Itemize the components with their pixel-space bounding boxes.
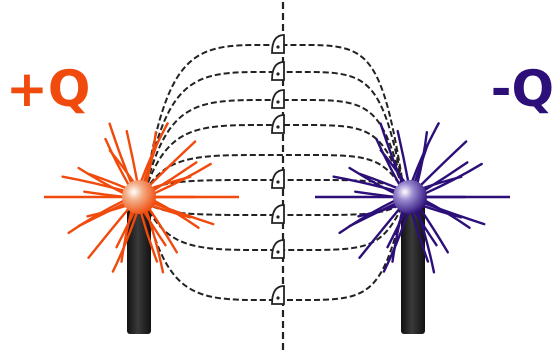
field-detectors [271,34,285,305]
field-line-arc [144,123,405,192]
positive-field-ray [108,122,134,187]
positive-field-ray [150,161,198,193]
negative-field-ray [418,140,468,188]
positive-field-ray [149,204,192,219]
charge-spheres [122,180,427,214]
detector-icon [271,89,285,109]
detector-icon [271,204,285,224]
positive-field-ray [144,207,165,274]
positive-field-ray [142,209,167,247]
dashed-field-lines [144,43,405,302]
negative-field-ray [415,130,429,187]
positive-field-ray [151,162,212,196]
negative-charge-label: -Q [490,60,554,118]
positive-field-rays [44,122,239,274]
positive-field-ray [139,209,159,263]
positive-field-ray [111,209,139,273]
positive-field-ray [150,201,215,226]
negative-charge-sphere [393,180,427,214]
positive-field-ray [147,140,197,188]
detector-icon [271,114,285,134]
positive-field-ray [77,166,127,196]
detector-icon [271,239,285,259]
negative-field-ray [348,166,398,196]
negative-field-ray [382,209,410,273]
positive-field-ray [87,172,129,190]
negative-field-ray [358,172,400,190]
positive-field-ray [104,137,131,188]
negative-field-ray [338,198,398,235]
negative-field-ray [391,207,405,263]
detector-icon [271,285,285,305]
negative-field-ray [358,206,402,259]
positive-support-rod [127,200,151,334]
positive-charge-label: +Q [6,60,91,118]
detector-icon [271,169,285,189]
negative-field-ray [396,129,410,185]
negative-field-ray [413,209,438,247]
negative-field-ray [375,137,402,188]
positive-field-ray [67,198,127,235]
negative-field-ray [420,204,463,219]
field-line-arc [144,153,405,192]
negative-field-ray [332,175,399,193]
positive-field-ray [125,129,139,185]
detector-icon [271,61,285,81]
positive-field-ray [87,206,131,259]
positive-field-ray [144,130,158,187]
negative-field-ray [410,209,430,263]
negative-field-ray [422,162,483,196]
positive-field-ray [120,207,134,263]
negative-field-ray [379,122,405,187]
negative-field-ray [379,149,407,185]
positive-field-ray [108,149,136,185]
negative-field-ray [415,207,436,274]
positive-field-ray [61,175,128,193]
negative-field-ray [421,161,469,193]
negative-field-ray [421,201,486,226]
positive-field-ray [147,206,179,254]
negative-field-ray [418,206,450,254]
detector-icon [271,34,285,54]
positive-charge-sphere [122,180,156,214]
positive-field-ray [115,209,136,249]
negative-field-ray [386,209,407,249]
